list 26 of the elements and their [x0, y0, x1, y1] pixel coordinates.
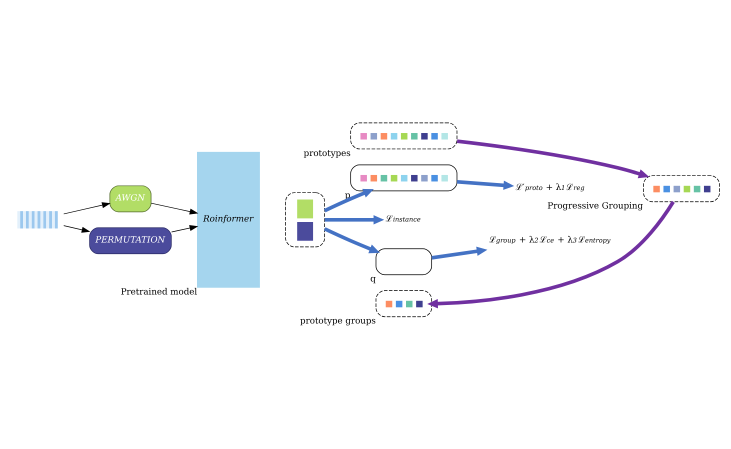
node-box: AWGN — [110, 185, 152, 212]
node-label: p — [344, 190, 350, 201]
node-box — [350, 164, 458, 192]
node-box — [376, 290, 432, 318]
node-label: q — [370, 274, 376, 285]
node-box — [350, 122, 458, 150]
node-box — [643, 175, 720, 202]
arrow — [324, 227, 380, 254]
arrow — [63, 202, 111, 214]
arrow — [456, 139, 650, 178]
node-box — [285, 192, 325, 248]
arrow — [427, 200, 675, 308]
arrow — [150, 202, 198, 215]
arrow — [432, 246, 488, 260]
node-box: Roinformer — [197, 152, 260, 288]
arrow — [324, 188, 374, 212]
node-box — [376, 248, 432, 276]
node-label: Progressive Grouping — [547, 202, 644, 212]
arrow — [324, 215, 384, 224]
arrow — [456, 180, 514, 190]
node-label: prototype groups — [300, 316, 376, 327]
node-box: PERMUTATION — [89, 227, 172, 254]
arrow — [63, 225, 90, 233]
node-label: prototypes — [304, 148, 351, 159]
node-label: Pretrained model — [120, 287, 198, 298]
arrow — [171, 225, 198, 232]
